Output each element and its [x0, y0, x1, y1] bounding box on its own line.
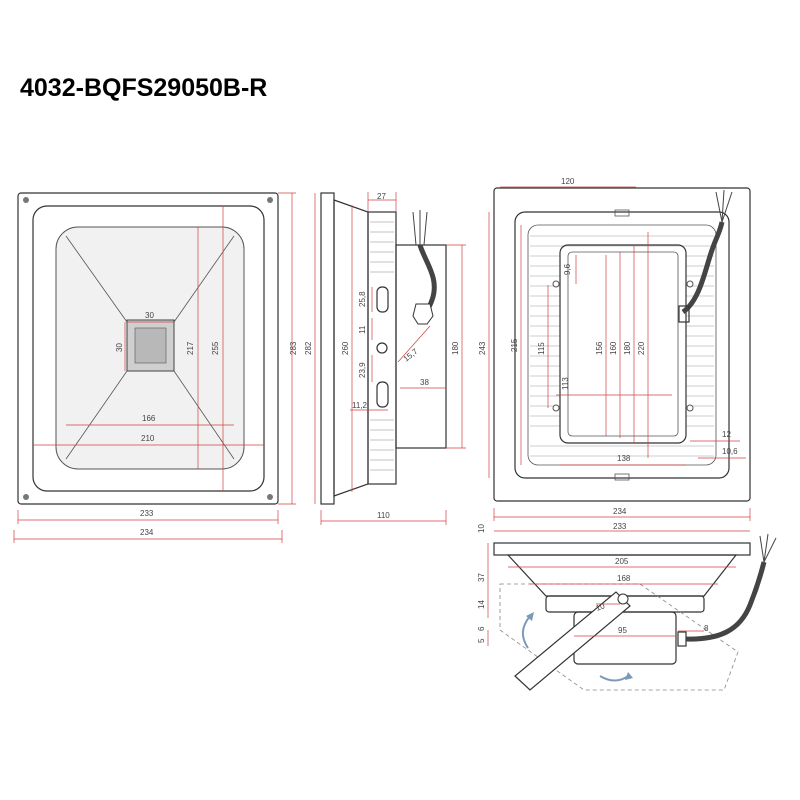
- drawing-title: 4032-BQFS29050B-R: [20, 74, 268, 102]
- driver-plate: [559, 244, 687, 444]
- screw-icon: [686, 280, 694, 288]
- lens-diagonal: [173, 235, 235, 323]
- dim-8: 8: [704, 624, 709, 633]
- side-body: [333, 199, 369, 497]
- lens-diagonal: [65, 235, 128, 323]
- dim-166: 166: [142, 414, 156, 423]
- dim-10-bracket: 10: [595, 601, 607, 613]
- rotate-arrow-icon: [625, 672, 633, 680]
- driver-box: [567, 251, 679, 437]
- dim-243: 243: [478, 341, 487, 355]
- power-cable: [681, 221, 725, 315]
- bracket-slot: [376, 381, 389, 408]
- rear-heatsink-inner: [527, 224, 717, 466]
- dim-220: 220: [637, 341, 646, 355]
- rotate-arrow-icon: [522, 615, 531, 649]
- dim-234-front: 234: [140, 528, 154, 537]
- side-front-glass: [320, 192, 335, 505]
- dim-283: 283: [289, 341, 298, 355]
- dim-12: 12: [722, 430, 731, 439]
- side-heatsink: [367, 211, 397, 485]
- screw-icon: [267, 494, 273, 500]
- dim-30-height: 30: [115, 343, 124, 352]
- dim-115: 115: [537, 342, 546, 355]
- dim-120: 120: [561, 177, 575, 186]
- rear-heatsink: [514, 211, 730, 479]
- bottom-front-glass: [493, 542, 751, 556]
- bracket-slot: [376, 286, 389, 313]
- dim-210: 210: [141, 434, 155, 443]
- dim-110: 110: [377, 511, 390, 520]
- dim-11: 11: [358, 325, 367, 334]
- bracket-pivot: [376, 342, 388, 354]
- dim-180-side: 180: [451, 341, 460, 355]
- dim-205: 205: [615, 557, 629, 566]
- dim-27: 27: [377, 192, 386, 201]
- screw-icon: [23, 494, 29, 500]
- lens-diagonal: [65, 370, 128, 460]
- dim-10-bottom: 10: [477, 524, 486, 533]
- bracket-pivot: [617, 593, 629, 605]
- dim-95: 95: [618, 626, 627, 635]
- dim-30-width: 30: [145, 311, 154, 320]
- dim-217: 217: [186, 341, 195, 355]
- rear-frame: [493, 187, 751, 502]
- dim-233-front: 233: [140, 509, 154, 518]
- screw-icon: [552, 280, 560, 288]
- lens-diagonal: [173, 370, 235, 460]
- dim-10-6: 10,6: [722, 447, 738, 456]
- dim-234-rear: 234: [613, 507, 627, 516]
- dim-215: 215: [510, 338, 519, 352]
- screw-icon: [552, 404, 560, 412]
- dim-282: 282: [304, 341, 313, 355]
- dim-15-7: 15,7: [402, 347, 420, 364]
- dim-25-8: 25,8: [358, 291, 367, 307]
- cable-gland: [677, 631, 687, 647]
- dim-14: 14: [477, 600, 486, 609]
- cable-gland: [678, 305, 690, 323]
- dim-260: 260: [341, 341, 350, 355]
- side-driver-box: [395, 244, 447, 449]
- screw-icon: [267, 197, 273, 203]
- dim-5: 5: [477, 638, 486, 643]
- led-chip-core: [134, 327, 167, 364]
- cable-gland: [412, 303, 434, 325]
- dim-156: 156: [595, 341, 604, 355]
- screw-icon: [686, 404, 694, 412]
- front-frame: [17, 192, 279, 505]
- power-cable: [685, 561, 767, 642]
- side-view: 282 260 27 25,8 11 23,9 11,2 15,7: [304, 192, 466, 525]
- rear-view: 120 9,6 243 215 115 113 156 160 180: [478, 177, 751, 532]
- front-view: 30 30 166 210 217 255 283 233: [13, 192, 298, 543]
- dim-6: 6: [477, 626, 486, 631]
- bracket-tab: [614, 209, 630, 217]
- screw-icon: [23, 197, 29, 203]
- rotate-arrow-icon: [526, 612, 534, 621]
- bracket-tab: [614, 473, 630, 481]
- dim-38: 38: [420, 378, 429, 387]
- dim-23-9: 23,9: [358, 362, 367, 378]
- dim-9-6: 9,6: [563, 263, 572, 275]
- rotate-arrow-icon: [599, 675, 629, 682]
- dim-160: 160: [609, 341, 618, 355]
- dim-138: 138: [617, 454, 631, 463]
- dim-233-rear: 233: [613, 522, 627, 531]
- bottom-body: [506, 554, 738, 597]
- mounting-bracket: [514, 591, 631, 691]
- dim-11-2: 11,2: [352, 401, 368, 410]
- dim-168: 168: [617, 574, 631, 583]
- dim-113: 113: [561, 377, 570, 390]
- front-bezel: [32, 205, 265, 492]
- dim-37: 37: [477, 573, 486, 582]
- dim-255: 255: [211, 341, 220, 355]
- dim-180-rear: 180: [623, 341, 632, 355]
- bottom-view: 10 205 37 168 14 10 6 95 8: [477, 524, 777, 691]
